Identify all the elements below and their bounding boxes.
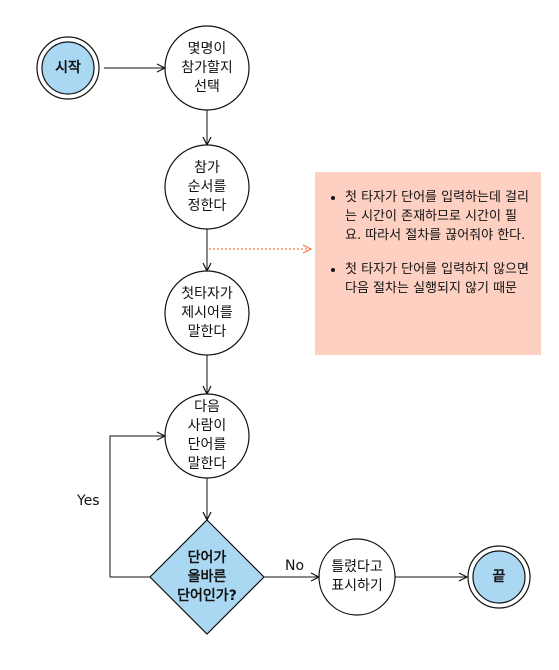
select-node bbox=[164, 25, 250, 111]
order-node bbox=[164, 144, 250, 230]
wrong-label: 틀렸다고 표시하기 bbox=[321, 557, 393, 597]
first-label-line: 말한다 bbox=[187, 323, 227, 340]
order-label-line: 순서를 bbox=[187, 178, 227, 195]
note-item: 첫 타자가 단어를 입력하는데 걸리는 시간이 존재하므로 시간이 필요. 따라… bbox=[345, 188, 529, 245]
decision-label: 단어가 올바른 단어인가? bbox=[160, 547, 254, 607]
next-label-line: 말한다 bbox=[187, 456, 227, 472]
first-node bbox=[164, 270, 250, 356]
first-label-line: 첫타자가 bbox=[181, 285, 233, 302]
next-label-line: 다음 bbox=[194, 399, 220, 415]
order-label-line: 정한다 bbox=[187, 197, 227, 214]
yes-label: Yes bbox=[77, 493, 100, 509]
start-label-line: 시작 bbox=[55, 59, 81, 76]
note-list: 첫 타자가 단어를 입력하는데 걸리는 시간이 존재하므로 시간이 필요. 따라… bbox=[329, 188, 529, 298]
wrong-label-line: 표시하기 bbox=[331, 578, 383, 594]
note-item: 첫 타자가 단어를 입력하지 않으면 다음 절차는 실행되지 않기 때문 bbox=[345, 260, 529, 298]
no-label: No bbox=[285, 558, 305, 574]
next-label: 다음 사람이 단어를 말한다 bbox=[167, 396, 247, 476]
order-label-line: 참가 bbox=[194, 159, 220, 176]
decision-label-line: 올바른 bbox=[187, 568, 227, 585]
next-node bbox=[164, 393, 250, 479]
end-node bbox=[472, 550, 526, 604]
select-label-line: 선택 bbox=[194, 78, 220, 95]
first-label-line: 제시어를 bbox=[181, 304, 233, 321]
decision-label-line: 단어가 bbox=[187, 549, 227, 566]
edge-decision-yes-loop bbox=[109, 436, 165, 578]
start-label: 시작 bbox=[40, 48, 96, 88]
select-label-line: 몇명이 bbox=[187, 40, 227, 57]
wrong-label-line: 틀렸다고 bbox=[331, 559, 383, 575]
select-label-line: 참가할지 bbox=[181, 59, 233, 76]
next-label-line: 사람이 bbox=[187, 418, 227, 434]
decision-node bbox=[149, 519, 265, 635]
first-label: 첫타자가 제시어를 말한다 bbox=[167, 281, 247, 345]
wrong-node bbox=[318, 538, 396, 616]
end-label-line: 끝 bbox=[492, 568, 506, 585]
order-label: 참가 순서를 정한다 bbox=[167, 155, 247, 219]
end-label: 끝 bbox=[471, 557, 527, 597]
note-box: 첫 타자가 단어를 입력하는데 걸리는 시간이 존재하므로 시간이 필요. 따라… bbox=[315, 172, 541, 355]
start-node bbox=[41, 41, 95, 95]
start-node-outer bbox=[36, 36, 100, 100]
end-node-outer bbox=[467, 545, 531, 609]
select-label: 몇명이 참가할지 선택 bbox=[167, 36, 247, 100]
next-label-line: 단어를 bbox=[187, 437, 227, 453]
decision-label-line: 단어인가? bbox=[177, 587, 237, 604]
